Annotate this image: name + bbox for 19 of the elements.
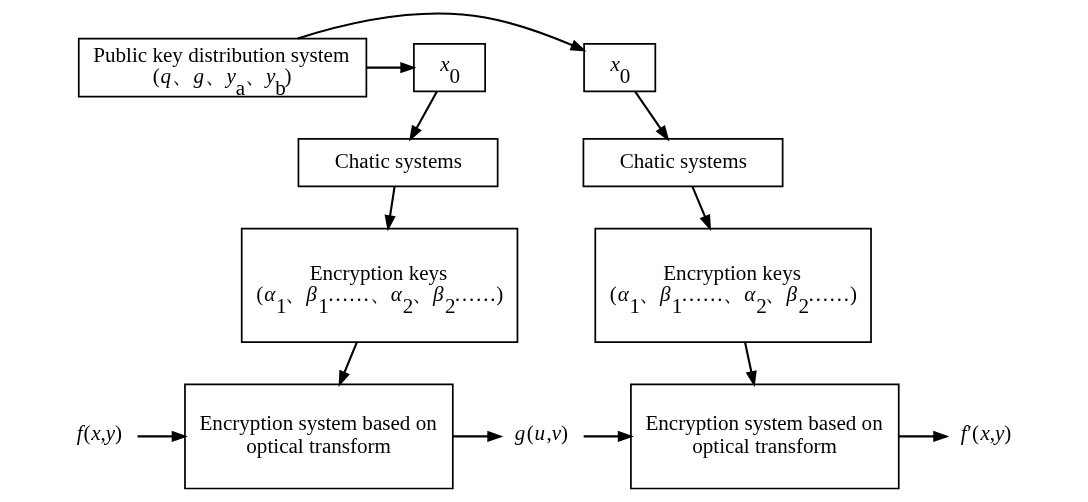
arrow [452, 430, 503, 443]
node-box: Encryption system based on optical transform [629, 383, 900, 490]
arrow [366, 62, 416, 74]
arrow [743, 342, 757, 388]
node-text: g(u,v) [514, 421, 568, 446]
arrow [691, 186, 711, 232]
arrow [338, 341, 358, 387]
node-box: Chatic systems [582, 138, 783, 188]
arrow [583, 430, 634, 443]
arrow [898, 430, 949, 443]
node-box: Encryption system based on optical transform [183, 383, 454, 490]
arrow [296, 12, 586, 52]
node-box: Chatic systems [297, 138, 499, 188]
arrow [634, 91, 669, 142]
arrow [384, 186, 396, 232]
arrow [408, 91, 438, 142]
node-text: f′(x,y) [960, 421, 1011, 446]
node-text: f(x,y) [76, 421, 122, 446]
arrow [137, 430, 188, 443]
